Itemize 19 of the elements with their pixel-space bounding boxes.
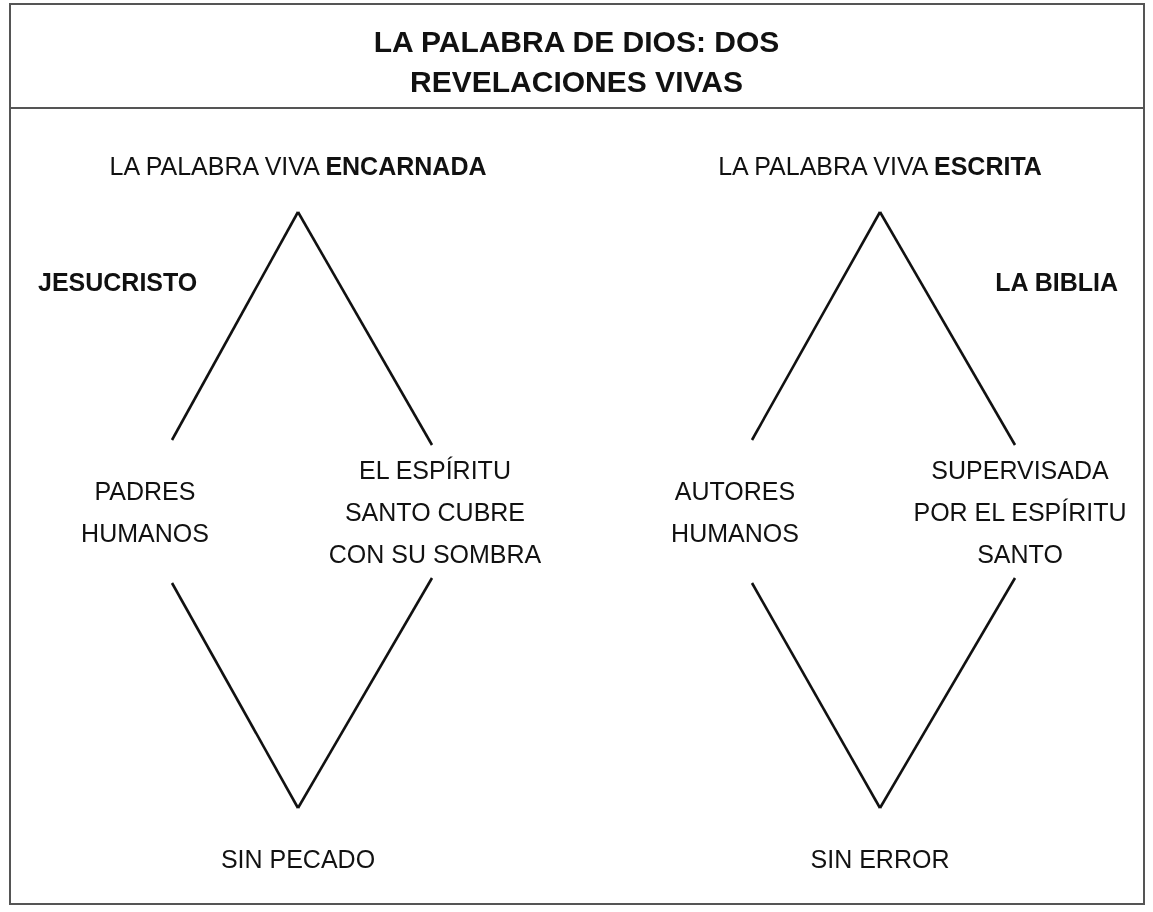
node-text: EL ESPÍRITU SANTO CUBRE CON SU SOMBRA [327,454,543,570]
connector-line [170,211,300,441]
node-text: AUTORES HUMANOS [670,475,800,549]
node-text: SIN ERROR [810,844,950,875]
node-text: PADRES HUMANOS [80,475,210,549]
connector-line [878,577,1017,809]
connector-line [750,582,882,809]
side-label: JESUCRISTO [38,268,198,297]
connector-line [170,582,300,809]
connector-line [296,577,434,809]
connector-line [878,211,1017,446]
side-label: LA BIBLIA [995,268,1118,297]
title: LA PALABRA DE DIOS: DOS REVELACIONES VIVAS [372,24,781,100]
node-text: SUPERVISADA POR EL ESPÍRITU SANTO [912,454,1128,570]
node-text: LA PALABRA VIVA ESCRITA [718,151,1042,182]
connector-line [750,211,882,441]
connector-line [296,211,434,446]
node-text: SIN PECADO [220,844,376,875]
node-text: LA PALABRA VIVA ENCARNADA [109,151,487,182]
